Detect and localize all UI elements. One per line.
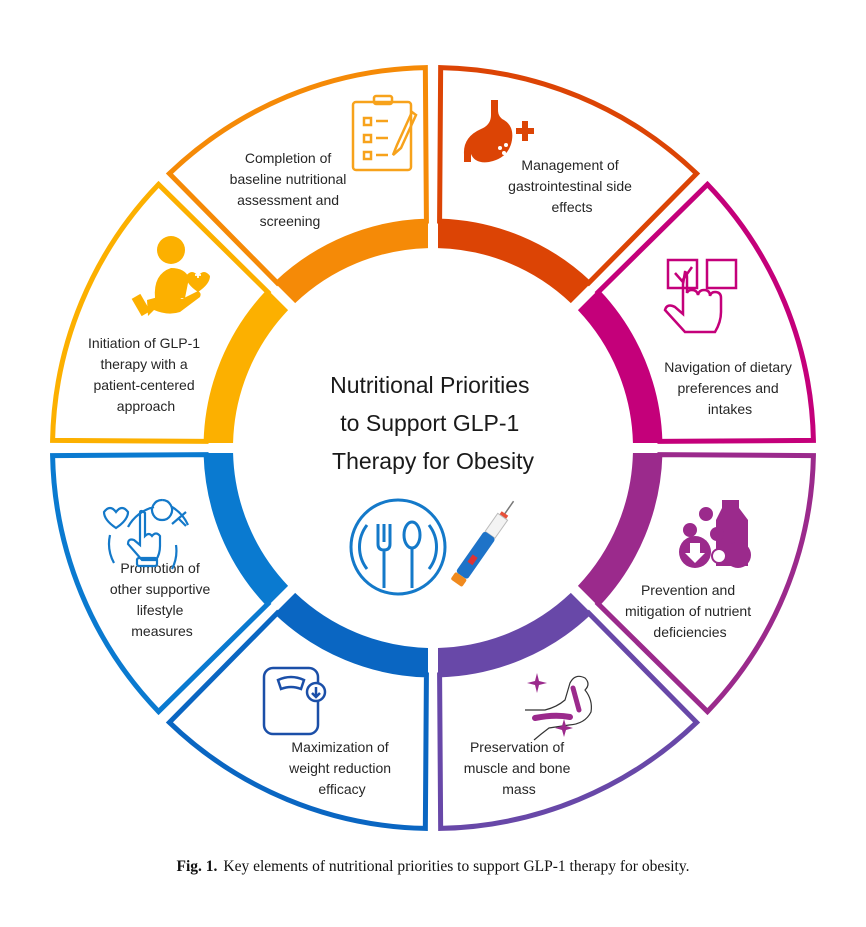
figure-caption: Fig. 1. Key elements of nutritional prior… — [177, 858, 690, 875]
plate-cutlery-icon — [349, 498, 447, 596]
segment-band-preservation — [438, 592, 592, 677]
segment-label-promotion: Promotion of other supportive lifestyle … — [110, 560, 214, 639]
clipboard-checklist-icon — [351, 94, 418, 172]
title-line: Therapy for Obesity — [332, 448, 534, 474]
vitamins-milk-icon — [679, 500, 751, 568]
scale-icon — [262, 666, 327, 736]
title-line: Nutritional Priorities — [330, 372, 529, 398]
caption-text: Key elements of nutritional priorities t… — [223, 858, 689, 875]
stomach-plus-icon — [463, 100, 534, 163]
title-line: to Support GLP-1 — [340, 410, 519, 436]
segment-label-prevention: Prevention and mitigation of nutrient de… — [625, 582, 755, 640]
segment-label-maximization: Maximization of weight reduction efficac… — [288, 739, 395, 797]
segment-band-initiation — [204, 289, 289, 443]
segment-label-completion: Completion of baseline nutritional asses… — [230, 150, 351, 229]
segment-band-promotion — [204, 453, 289, 607]
caption-label: Fig. 1. — [177, 858, 218, 875]
segment-band-completion — [274, 219, 428, 304]
segment-label-gi: Management of gastrointestinal side effe… — [508, 157, 636, 215]
segment-label-navigation: Navigation of dietary preferences and in… — [664, 359, 796, 417]
hand-checkbox-icon — [663, 258, 738, 334]
segment-band-gi — [438, 219, 592, 304]
segment-label-preservation: Preservation of muscle and bone mass — [464, 739, 575, 797]
injection-pen-icon — [451, 500, 515, 587]
flexed-arm-icon — [525, 673, 592, 741]
segment-band-navigation — [577, 289, 662, 443]
lifestyle-cycle-icon — [102, 498, 190, 570]
center-title: Nutritional Priorities to Support GLP-1 … — [330, 372, 536, 474]
segment-band-prevention — [577, 453, 662, 607]
patient-care-icon — [131, 236, 210, 317]
segment-band-maximization — [274, 592, 428, 677]
segment-label-initiation: Initiation of GLP-1 therapy with a patie… — [88, 335, 204, 414]
